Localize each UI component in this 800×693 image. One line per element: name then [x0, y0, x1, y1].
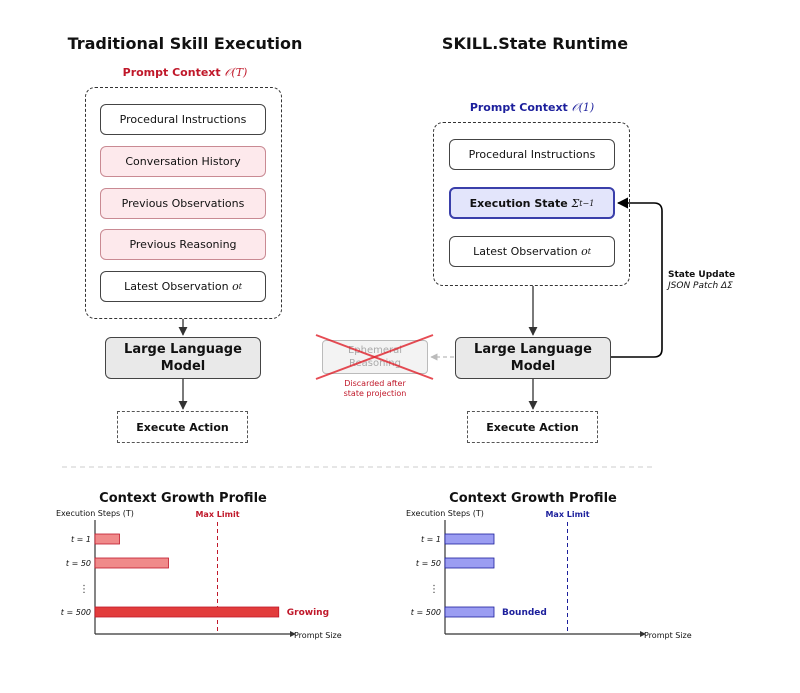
chart-ellipsis-label: ⋮: [79, 584, 89, 595]
right-prompt-context-box: [433, 122, 630, 286]
right-item-procedural-instructions: Procedural Instructions: [449, 139, 615, 170]
right-item-math: o: [581, 245, 588, 258]
chart-bar: [444, 557, 495, 569]
chart-bar: [94, 533, 120, 545]
left-llm-box: Large Language Model: [105, 337, 261, 379]
chart-max-limit-label: Max Limit: [545, 510, 589, 519]
left-item-subscript: t: [238, 282, 242, 291]
left-item-math: o: [232, 280, 239, 293]
ephemeral-line2: Reasoning: [349, 358, 401, 369]
left-item-previous-reasoning: Previous Reasoning: [100, 229, 266, 260]
left-item-conversation-history: Conversation History: [100, 146, 266, 177]
left-llm-line2: Model: [160, 359, 206, 374]
right-item-subscript: t−1: [579, 198, 595, 208]
ephemeral-note-line1: Discarded after: [344, 379, 406, 388]
right-item-label: Latest Observation: [473, 245, 578, 258]
left-execute-action: Execute Action: [117, 411, 248, 443]
diagram-connectors: [62, 197, 663, 468]
chart-bar: [94, 557, 169, 569]
left-context-math: 𝒪(T): [224, 66, 248, 79]
right-context-label-text: Prompt Context: [469, 101, 568, 114]
right-llm-line2: Model: [510, 359, 556, 374]
right-llm-box: Large Language Model: [455, 337, 611, 379]
ephemeral-cross-line-b: [315, 334, 434, 380]
right-item-math: Σ: [571, 196, 580, 210]
state-update-line1: State Update: [668, 270, 736, 280]
chart-x-label: Prompt Size: [294, 631, 342, 640]
chart-tick-label: t = 500: [411, 608, 441, 617]
left-item-label: Conversation History: [125, 155, 241, 168]
left-item-label: Previous Observations: [121, 197, 245, 210]
chart-y-label: Execution Steps (T): [56, 509, 134, 518]
right-item-label: Procedural Instructions: [468, 148, 596, 161]
left-action-label: Execute Action: [136, 420, 229, 434]
chart-tick-label: t = 50: [416, 559, 441, 568]
left-context-label-text: Prompt Context: [122, 66, 221, 79]
ephemeral-note: Discarded after state projection: [320, 379, 430, 399]
left-prompt-context-box: [85, 87, 282, 319]
chart-title: Context Growth Profile: [99, 491, 267, 506]
left-item-label: Procedural Instructions: [119, 113, 247, 126]
chart-y-label: Execution Steps (T): [406, 509, 484, 518]
right-llm-line1: Large Language: [474, 342, 592, 357]
chart-tick-label: t = 1: [421, 535, 441, 544]
chart-tick-label: t = 50: [66, 559, 91, 568]
right-context-math: 𝒪(1): [571, 101, 595, 114]
chart-x-axis-arrowhead: [640, 631, 646, 637]
right-title: SKILL.State Runtime: [441, 34, 629, 53]
chart-bar: [444, 606, 495, 618]
left-llm-line1: Large Language: [124, 342, 242, 357]
left-context-label: Prompt Context 𝒪(T): [85, 66, 285, 80]
right-context-label: Prompt Context 𝒪(1): [432, 101, 632, 115]
right-action-label: Execute Action: [486, 420, 579, 434]
state-update-label: State Update JSON Patch ΔΣ: [668, 270, 758, 292]
left-title: Traditional Skill Execution: [67, 34, 303, 53]
left-item-label: Previous Reasoning: [129, 238, 237, 251]
chart-max-limit-label: Max Limit: [195, 510, 239, 519]
chart-annotation: Growing: [287, 608, 329, 618]
ephemeral-line1: Ephemeral: [347, 345, 403, 356]
right-execute-action: Execute Action: [467, 411, 598, 443]
chart-title: Context Growth Profile: [449, 491, 617, 506]
chart-x-label: Prompt Size: [644, 631, 692, 640]
right-item-subscript: t: [587, 247, 591, 256]
state-update-loop-arrow: [611, 197, 663, 358]
state-update-line2: JSON Patch ΔΣ: [668, 281, 733, 291]
left-item-previous-observations: Previous Observations: [100, 188, 266, 219]
left-item-label: Latest Observation: [124, 280, 229, 293]
chart-ellipsis-label: ⋮: [429, 584, 439, 595]
chart-annotation: Bounded: [502, 608, 547, 618]
chart-x-axis-arrowhead: [290, 631, 296, 637]
left-item-procedural-instructions: Procedural Instructions: [100, 104, 266, 135]
ephemeral-note-line2: state projection: [343, 389, 407, 398]
chart-bar: [444, 533, 495, 545]
chart-tick-label: t = 500: [61, 608, 91, 617]
chart-tick-label: t = 1: [71, 535, 91, 544]
chart-bar: [94, 606, 280, 618]
right-item-label: Execution State: [469, 196, 568, 210]
